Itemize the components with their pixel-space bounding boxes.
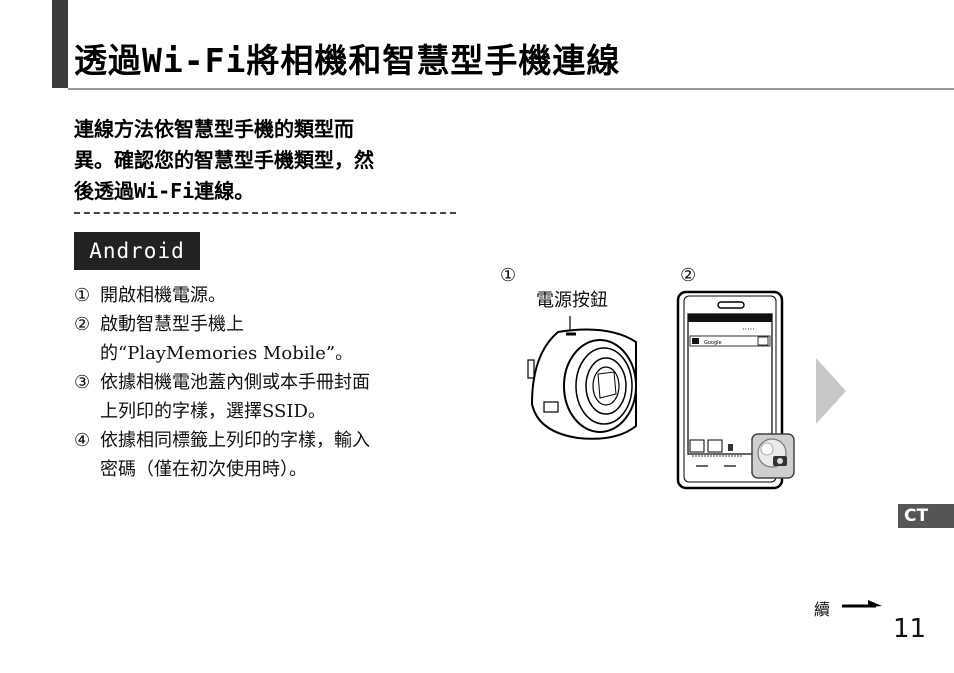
callout-number-1: ① [500, 265, 517, 286]
search-bar-text: Google [704, 340, 722, 346]
intro-line: 連線方法依智慧型手機的類型而 [74, 117, 354, 141]
step-text: 依據相同標籤上列印的字樣，輸入 密碼（僅在初次使用時）。 [100, 426, 454, 484]
step-number: ① [74, 285, 91, 306]
dashed-divider [74, 212, 456, 214]
next-arrow-icon [816, 358, 846, 424]
step-line: 啟動智慧型手機上 [100, 314, 244, 335]
intro-line: 異。確認您的智慧型手機類型，然 [74, 148, 374, 172]
step-text: 啟動智慧型手機上 的“PlayMemories Mobile”。 [100, 310, 454, 368]
step-line: 的“PlayMemories Mobile”。 [100, 343, 354, 364]
language-tab: CT [898, 504, 954, 528]
step-line: 依據相機電池蓋內側或本手冊封面 [100, 372, 370, 393]
step-line: 密碼（僅在初次使用時）。 [100, 459, 307, 480]
title-accent-bar [52, 0, 68, 88]
title-divider [68, 88, 954, 90]
smartphone-illustration: ····· Google [676, 290, 795, 490]
callout-number-2: ② [680, 265, 697, 286]
svg-text:·····: ····· [742, 325, 755, 334]
continued-arrow-icon [842, 600, 882, 608]
step-text: 依據相機電池蓋內側或本手冊封面 上列印的字樣，選擇SSID。 [100, 368, 454, 426]
step-number: ② [74, 314, 91, 335]
step-line: 依據相同標籤上列印的字樣，輸入 [100, 430, 370, 451]
step-line: 上列印的字樣，選擇SSID。 [100, 401, 326, 422]
step-item: ② 啟動智慧型手機上 的“PlayMemories Mobile”。 [74, 310, 454, 368]
steps-list: ① 開啟相機電源。 ② 啟動智慧型手機上 的“PlayMemories Mobi… [74, 281, 454, 484]
intro-line: 後透過Wi-Fi連線。 [74, 179, 255, 203]
page-number: 11 [893, 614, 927, 644]
step-item: ④ 依據相同標籤上列印的字樣，輸入 密碼（僅在初次使用時）。 [74, 426, 454, 484]
intro-text: 連線方法依智慧型手機的類型而 異。確認您的智慧型手機類型，然 後透過Wi-Fi連… [74, 114, 444, 207]
page-title: 透過Wi-Fi將相機和智慧型手機連線 [74, 41, 621, 80]
step-text: 開啟相機電源。 [100, 281, 454, 310]
lens-camera-illustration [527, 316, 637, 440]
step-number: ③ [74, 372, 91, 393]
step-line: 開啟相機電源。 [100, 285, 226, 306]
power-button-label: 電源按鈕 [536, 290, 608, 311]
step-item: ③ 依據相機電池蓋內側或本手冊封面 上列印的字樣，選擇SSID。 [74, 368, 454, 426]
step-number: ④ [74, 430, 91, 451]
section-badge-android: Android [74, 232, 200, 270]
continued-label: 續 [814, 600, 831, 619]
step-item: ① 開啟相機電源。 [74, 281, 454, 310]
